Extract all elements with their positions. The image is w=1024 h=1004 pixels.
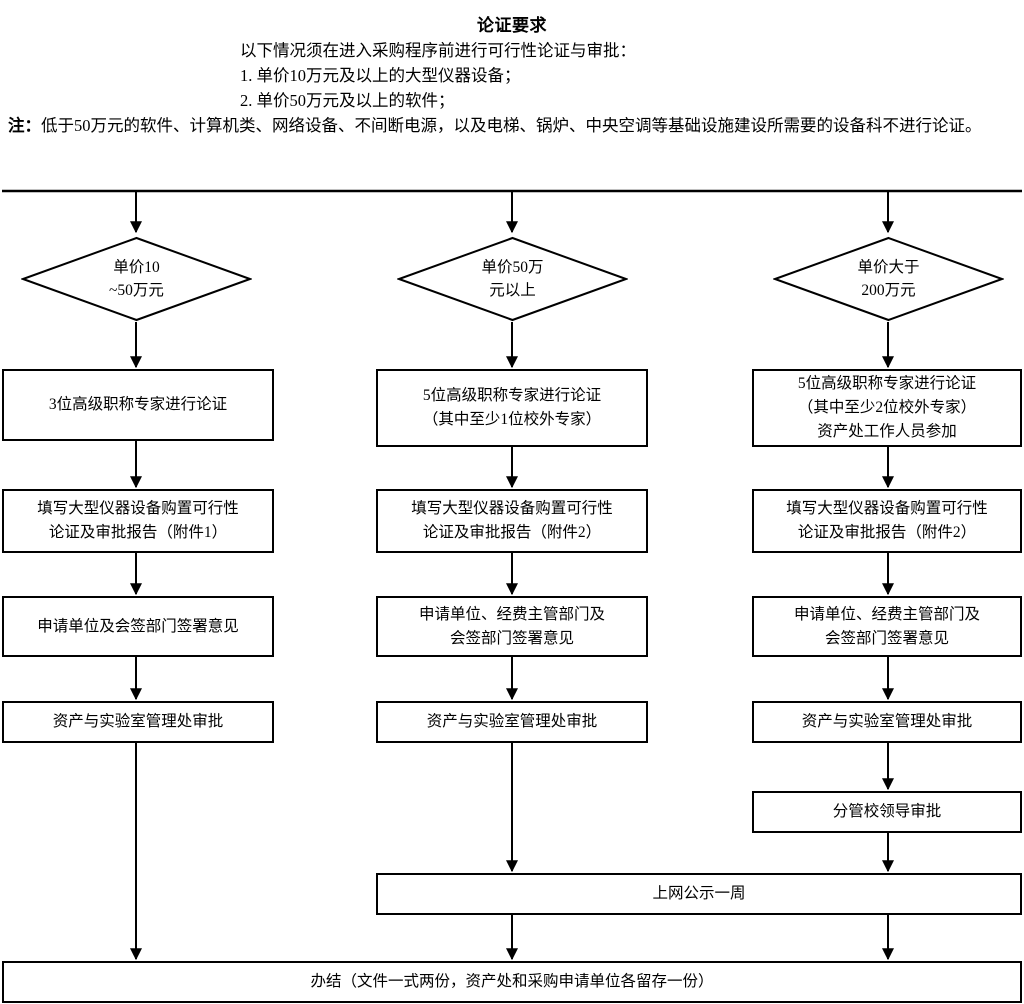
- step-col-high-5[interactable]: 分管校领导审批: [752, 791, 1022, 833]
- step-col-low-1-label: 3位高级职称专家进行论证: [48, 396, 228, 413]
- step-col-low-2-label: 填写大型仪器设备购置可行性论证及审批报告（附件1）: [37, 500, 239, 541]
- diamond-shape-icon: [21, 236, 252, 322]
- step-col-high-4-label: 资产与实验室管理处审批: [801, 713, 973, 730]
- decision-col-high[interactable]: 单价大于 200万元: [773, 236, 1004, 322]
- decision-col-high-label: 单价大于 200万元: [857, 256, 919, 302]
- decision-col-low[interactable]: 单价10 ~50万元: [21, 236, 252, 322]
- step-col-mid-4[interactable]: 资产与实验室管理处审批: [376, 701, 648, 743]
- step-col-mid-4-label: 资产与实验室管理处审批: [426, 713, 598, 730]
- diamond-shape-icon: [773, 236, 1004, 322]
- diamond-shape-icon: [397, 236, 628, 322]
- final-box[interactable]: 办结（文件一式两份，资产处和采购申请单位各留存一份）: [2, 961, 1022, 1003]
- note-text: 低于50万元的软件、计算机类、网络设备、不间断电源，以及电梯、锅炉、中央空调等基…: [41, 116, 982, 135]
- header-line-item-2: 2. 单价50万元及以上的软件；: [240, 91, 455, 110]
- decision-col-mid[interactable]: 单价50万 元以上: [397, 236, 628, 322]
- header-line-item-1: 1. 单价10万元及以上的大型仪器设备；: [240, 66, 521, 85]
- step-col-low-4-label: 资产与实验室管理处审批: [52, 713, 224, 730]
- decision-col-mid-line1: 单价50万: [481, 259, 544, 276]
- step-col-mid-2[interactable]: 填写大型仪器设备购置可行性论证及审批报告（附件2）: [376, 489, 648, 553]
- decision-col-high-line1: 单价大于: [857, 259, 920, 276]
- step-col-high-1[interactable]: 5位高级职称专家进行论证（其中至少2位校外专家）资产处工作人员参加: [752, 369, 1022, 447]
- header-note: 注：低于50万元的软件、计算机类、网络设备、不间断电源，以及电梯、锅炉、中央空调…: [0, 113, 1024, 138]
- step-col-mid-1[interactable]: 5位高级职称专家进行论证（其中至少1位校外专家）: [376, 369, 648, 447]
- step-col-mid-2-label: 填写大型仪器设备购置可行性论证及审批报告（附件2）: [411, 500, 613, 541]
- publicity-box-label: 上网公示一周: [652, 885, 746, 902]
- final-box-label: 办结（文件一式两份，资产处和采购申请单位各留存一份）: [310, 973, 714, 990]
- step-col-mid-1-label: 5位高级职称专家进行论证（其中至少1位校外专家）: [422, 387, 602, 428]
- step-col-low-4[interactable]: 资产与实验室管理处审批: [2, 701, 274, 743]
- page-title: 论证要求: [477, 16, 547, 35]
- decision-col-low-line2: ~50万元: [109, 282, 164, 299]
- step-col-high-4[interactable]: 资产与实验室管理处审批: [752, 701, 1022, 743]
- header-line-intro: 以下情况须在进入采购程序前进行可行性论证与审批：: [240, 41, 636, 60]
- step-col-high-5-label: 分管校领导审批: [832, 803, 942, 820]
- decision-col-mid-label: 单价50万 元以上: [481, 256, 543, 302]
- step-col-low-3-label: 申请单位及会签部门签署意见: [37, 617, 239, 635]
- step-col-high-2[interactable]: 填写大型仪器设备购置可行性论证及审批报告（附件2）: [752, 489, 1022, 553]
- note-label: 注：: [8, 116, 41, 135]
- step-col-high-2-label: 填写大型仪器设备购置可行性论证及审批报告（附件2）: [786, 500, 988, 541]
- step-col-mid-3[interactable]: 申请单位、经费主管部门及会签部门签署意见: [376, 596, 648, 657]
- decision-col-low-label: 单价10 ~50万元: [109, 256, 164, 302]
- step-col-low-1[interactable]: 3位高级职称专家进行论证: [2, 369, 274, 441]
- step-col-low-2[interactable]: 填写大型仪器设备购置可行性论证及审批报告（附件1）: [2, 489, 274, 553]
- step-col-high-3[interactable]: 申请单位、经费主管部门及会签部门签署意见: [752, 596, 1022, 657]
- decision-col-mid-line2: 元以上: [489, 282, 536, 299]
- step-col-high-3-label: 申请单位、经费主管部门及会签部门签署意见: [793, 605, 980, 647]
- step-col-low-3[interactable]: 申请单位及会签部门签署意见: [2, 596, 274, 657]
- decision-col-low-line1: 单价10: [113, 259, 160, 276]
- step-col-mid-3-label: 申请单位、经费主管部门及会签部门签署意见: [418, 605, 605, 647]
- step-col-high-1-label: 5位高级职称专家进行论证（其中至少2位校外专家）资产处工作人员参加: [797, 375, 977, 440]
- publicity-box[interactable]: 上网公示一周: [376, 873, 1022, 915]
- document-header: 论证要求 以下情况须在进入采购程序前进行可行性论证与审批： 1. 单价10万元及…: [0, 0, 1024, 138]
- decision-col-high-line2: 200万元: [861, 282, 916, 299]
